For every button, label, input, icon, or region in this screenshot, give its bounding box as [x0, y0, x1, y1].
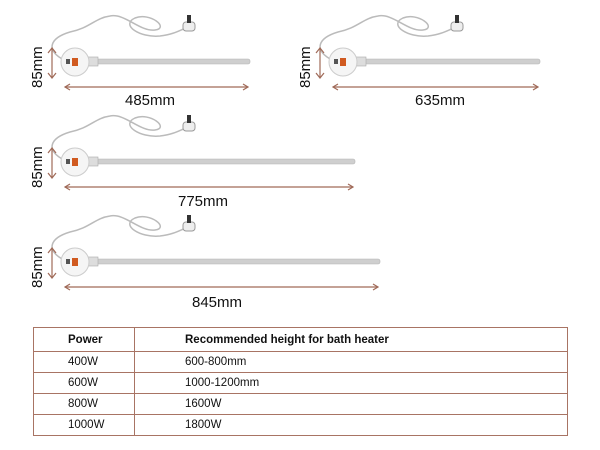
cable	[51, 215, 187, 261]
table-header-row: Power Recommended height for bath heater	[33, 327, 568, 352]
controller-display	[72, 158, 78, 166]
height-label: 85mm	[29, 46, 46, 88]
plug-icon	[450, 21, 464, 32]
heater-drawing	[315, 15, 541, 91]
controller-display	[72, 58, 78, 66]
power-cell: 1000W	[33, 414, 135, 436]
plug-pin	[187, 215, 191, 223]
height-label: 85mm	[297, 46, 314, 88]
plug-icon	[182, 221, 196, 232]
length-label: 845mm	[192, 294, 243, 311]
height-arrowheads	[47, 247, 57, 279]
height-arrowheads	[47, 147, 57, 179]
heating-rod	[89, 158, 356, 165]
heater-drawing	[47, 115, 356, 191]
height-cell: 1800W	[134, 414, 568, 436]
length-arrowheads	[331, 83, 540, 91]
controller-display	[72, 258, 78, 266]
length-arrowheads	[63, 83, 250, 91]
plug-icon	[182, 121, 196, 132]
controller-button	[66, 159, 70, 164]
plug-pin	[187, 115, 191, 123]
length-arrowheads	[63, 283, 380, 291]
height-cell: 1000-1200mm	[134, 372, 568, 394]
header-power: Power	[33, 327, 135, 352]
heating-rod	[89, 258, 381, 265]
controller-button	[334, 59, 338, 64]
power-height-table: Power Recommended height for bath heater…	[33, 327, 568, 436]
length-label: 635mm	[415, 92, 466, 109]
heater-drawing	[47, 15, 251, 91]
height-arrowheads	[47, 47, 57, 79]
power-cell: 800W	[33, 393, 135, 415]
power-cell: 400W	[33, 351, 135, 373]
height-label: 85mm	[29, 246, 46, 288]
cable	[51, 15, 187, 61]
height-arrowheads	[315, 47, 325, 79]
cable	[51, 115, 187, 161]
controller-display	[340, 58, 346, 66]
plug-icon	[182, 21, 196, 32]
length-arrowheads	[63, 183, 355, 191]
length-label: 485mm	[125, 92, 176, 109]
plug-pin	[187, 15, 191, 23]
height-label: 85mm	[29, 146, 46, 188]
cable	[319, 15, 455, 61]
plug-pin	[455, 15, 459, 23]
power-cell: 600W	[33, 372, 135, 394]
heating-rod	[357, 58, 541, 65]
heater-drawing	[47, 215, 381, 291]
heating-rod	[89, 58, 251, 65]
height-cell: 1600W	[134, 393, 568, 415]
length-label: 775mm	[178, 193, 229, 210]
height-cell: 600-800mm	[134, 351, 568, 373]
controller-button	[66, 259, 70, 264]
header-height: Recommended height for bath heater	[134, 327, 568, 352]
controller-button	[66, 59, 70, 64]
